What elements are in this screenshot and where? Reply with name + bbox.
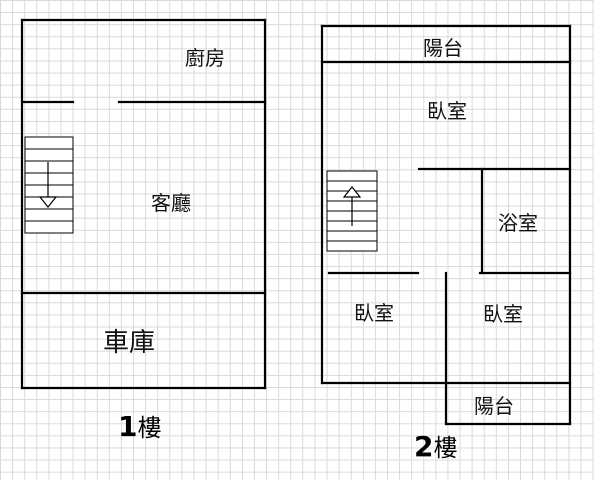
room-label-bathroom: 浴室 — [498, 211, 538, 235]
stairs-up-arrow-icon — [342, 186, 362, 226]
room-label-bedroom-top: 臥室 — [427, 99, 467, 123]
floor2-title: 2樓 — [414, 428, 457, 463]
floor1-stairs — [24, 136, 74, 234]
floor1-title: 1樓 — [118, 408, 161, 443]
room-label-garage: 車庫 — [103, 328, 156, 358]
room-label-living-room: 客廳 — [151, 191, 191, 215]
room-label-balcony-bottom: 陽台 — [474, 394, 514, 418]
floor2-title-suffix: 樓 — [433, 434, 458, 462]
floor1-title-suffix: 樓 — [137, 414, 162, 442]
stairs-down-arrow-icon — [38, 162, 58, 208]
floor1-walls — [20, 18, 267, 390]
room-label-kitchen: 廚房 — [185, 46, 225, 70]
floor1-title-number: 1 — [118, 410, 138, 443]
floor2-stairs — [326, 170, 378, 252]
room-label-bedroom-left: 臥室 — [354, 301, 394, 325]
floor2-walls — [320, 24, 572, 426]
room-label-bedroom-right: 臥室 — [483, 302, 523, 326]
room-label-balcony-top: 陽台 — [423, 36, 463, 60]
floor2-title-number: 2 — [414, 430, 434, 463]
